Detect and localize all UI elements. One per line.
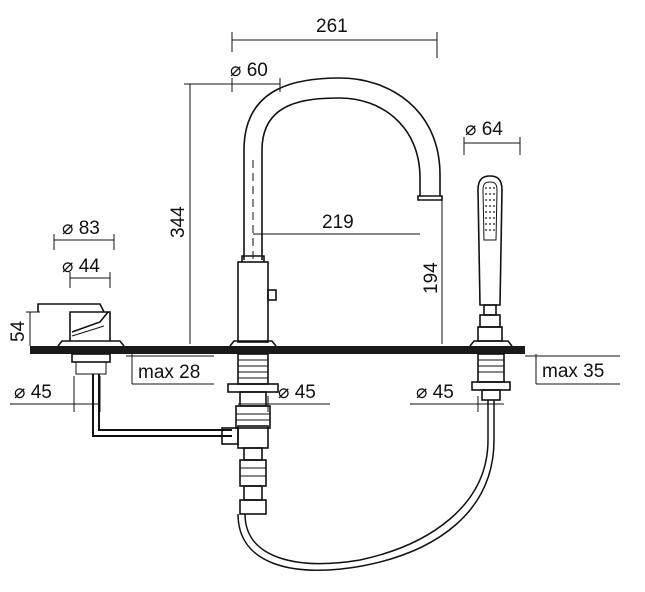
dim-max-28: max 28 bbox=[138, 362, 200, 383]
dim-height-194: 194 bbox=[421, 262, 442, 294]
t-connector bbox=[221, 425, 269, 515]
countertop bbox=[30, 346, 525, 354]
dim-height-54: 54 bbox=[8, 320, 29, 342]
spout bbox=[221, 77, 443, 515]
dim-diameter-60: ⌀ 60 bbox=[230, 60, 268, 81]
dimension-labels: 261 ⌀ 60 344 219 ⌀ 64 194 ⌀ 83 ⌀ 44 54 m… bbox=[8, 16, 604, 403]
spout-stem bbox=[227, 353, 279, 429]
dim-width-261: 261 bbox=[316, 16, 348, 37]
shower-hose bbox=[237, 400, 495, 572]
dimension-lines bbox=[10, 32, 620, 412]
lever-mixer bbox=[37, 303, 232, 437]
dim-diameter-45-right: ⌀ 45 bbox=[416, 382, 454, 403]
dim-diameter-83: ⌀ 83 bbox=[62, 218, 100, 239]
dim-diameter-45-center: ⌀ 45 bbox=[278, 382, 316, 403]
dim-max-35: max 35 bbox=[542, 361, 604, 382]
dim-diameter-45-left: ⌀ 45 bbox=[14, 382, 52, 403]
hand-shower bbox=[469, 175, 513, 401]
dim-diameter-44: ⌀ 44 bbox=[62, 256, 100, 277]
dim-diameter-64: ⌀ 64 bbox=[465, 119, 503, 140]
dim-height-344: 344 bbox=[168, 206, 189, 238]
dim-reach-219: 219 bbox=[322, 212, 354, 233]
